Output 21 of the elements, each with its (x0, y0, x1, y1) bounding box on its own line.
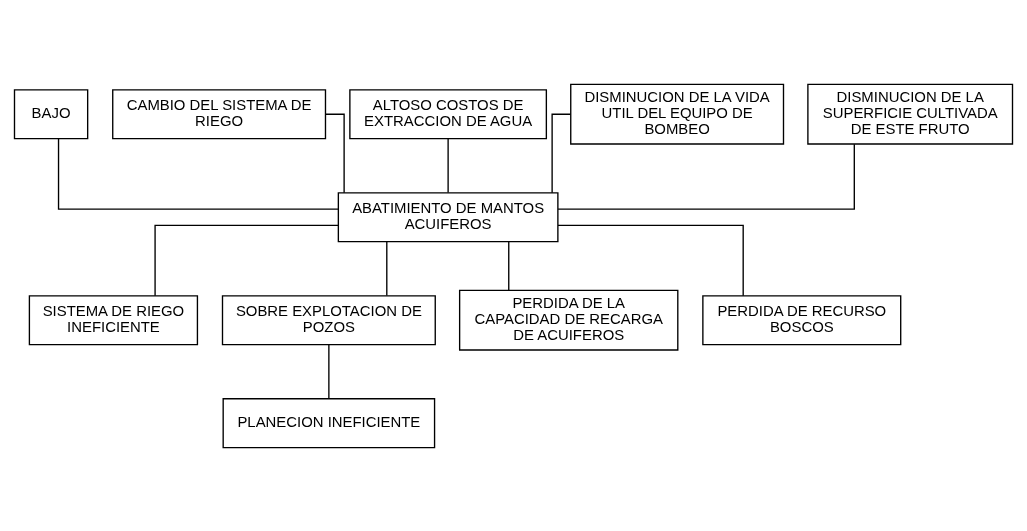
connector (551, 113, 572, 193)
node-box: PLANECION INEFICIENTE (222, 397, 436, 448)
connector (557, 224, 744, 296)
connector (508, 240, 510, 291)
connector (386, 240, 388, 296)
node-box: BAJO (13, 88, 89, 139)
node-box: CAMBIO DEL SISTEMA DE RIEGO (112, 88, 327, 139)
node-box: PERDIDA DE LA CAPACIDAD DE RECARGA DE ACUIFEROS (458, 289, 679, 351)
connector (328, 343, 330, 399)
connector (557, 143, 855, 210)
node-box: ABATIMIENTO DE MANTOS ACUIFEROS (337, 191, 559, 242)
node-box: PERDIDA DE RECURSO BOSCOS (702, 294, 902, 345)
connector (154, 224, 339, 296)
node-box: ALTOSO COSTOS DE EXTRACCION DE AGUA (349, 88, 548, 139)
connector (57, 137, 339, 210)
node-box: SISTEMA DE RIEGO INEFICIENTE (28, 294, 199, 345)
node-box: DISMINUCION DE LA SUPERFICIE CULTIVADA DE ESTE FRUTO (807, 83, 1014, 145)
connector (447, 137, 449, 193)
node-box: SOBRE EXPLOTACION DE POZOS (221, 294, 436, 345)
node-box: DISMINUCION DE LA VIDA UTIL DEL EQUIPO DE BOMBEO (570, 83, 785, 145)
connector (325, 113, 345, 193)
